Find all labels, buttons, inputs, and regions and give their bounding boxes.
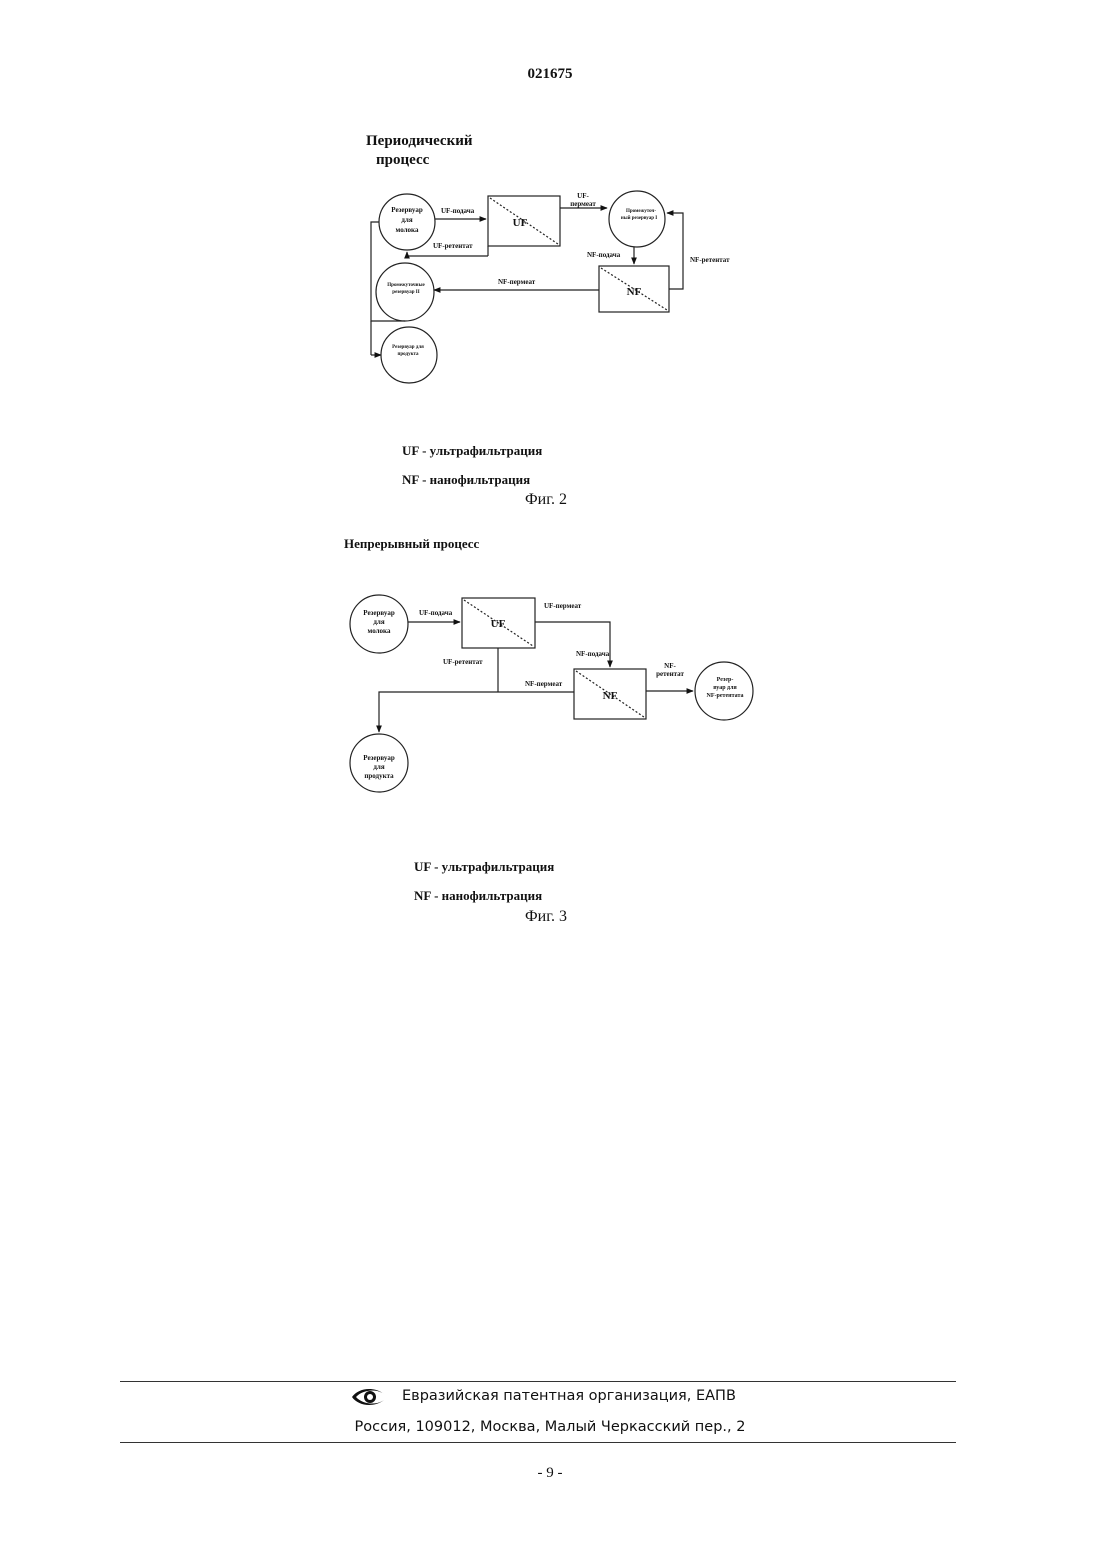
fig2-nf-retentate-label: NF-ретентат bbox=[690, 256, 730, 264]
fig2-return-line bbox=[371, 222, 405, 321]
fig3-milk-tank-label-2: для bbox=[373, 618, 384, 626]
fig2-intermediate-2-label-2: резервуар II bbox=[392, 290, 419, 295]
fig2-uf-permeate-label-1: UF- bbox=[577, 192, 589, 200]
fig3-nf-retentate-tank bbox=[695, 662, 753, 720]
fig3-milk-tank-label-3: молока bbox=[368, 627, 391, 635]
footer-organization: Евразийская патентная организация, ЕАПВ bbox=[402, 1388, 736, 1404]
fig2-milk-tank-label-3: молока bbox=[396, 226, 419, 234]
fig2-uf-retentate-label: UF-ретентат bbox=[433, 242, 473, 250]
fig3-uf-label: UF bbox=[491, 618, 506, 630]
footer-address: Россия, 109012, Москва, Малый Черкасский… bbox=[0, 1419, 1100, 1435]
fig2-nf-permeate-label: NF-пермеат bbox=[498, 278, 536, 286]
fig3-product-tank-label-2: для bbox=[373, 763, 384, 771]
fig3-nf-retentate-tank-label-3: NF-ретентата bbox=[707, 693, 744, 699]
fig3-uf-feed-label: UF-подача bbox=[419, 609, 453, 617]
fig3-uf-permeate-label: UF-пермеат bbox=[544, 602, 582, 610]
fig3-nf-label: NF bbox=[603, 690, 618, 702]
fig2-uf-permeate-label-2: пермеат bbox=[570, 200, 596, 208]
figure3-legend-uf: UF - ультрафильтрация bbox=[414, 859, 554, 875]
fig3-product-tank-label-1: Резервуар bbox=[363, 754, 395, 762]
fig2-uf-feed-label: UF-подача bbox=[441, 207, 475, 215]
eye-logo-icon bbox=[350, 1386, 386, 1408]
figure3-title: Непрерывный процесс bbox=[344, 534, 479, 553]
fig2-intermediate-2-label-1: Промежуточные bbox=[387, 283, 425, 288]
fig3-uf-permeate-arrow bbox=[535, 622, 610, 667]
footer-top-divider bbox=[120, 1381, 956, 1382]
fig3-uf-retentate-label: UF-ретентат bbox=[443, 658, 483, 666]
fig3-nf-retentate-label-1: NF- bbox=[664, 662, 676, 670]
fig2-nf-label: NF bbox=[627, 286, 642, 298]
fig2-uf-retentate-arrow bbox=[407, 252, 488, 256]
figure2-caption: Фиг. 2 bbox=[525, 491, 567, 509]
footer-bottom-divider bbox=[120, 1442, 956, 1443]
fig2-uf-label: UF bbox=[513, 217, 528, 229]
fig2-milk-tank-label-1: Резервуар bbox=[391, 206, 423, 214]
fig2-intermediate-1-label-1: Промежуточ- bbox=[626, 209, 656, 214]
fig2-intermediate-1-label-2: ный резервуар I bbox=[621, 216, 657, 221]
fig3-nf-feed-label: NF-подача bbox=[576, 650, 610, 658]
fig2-milk-tank-label-2: для bbox=[401, 216, 412, 224]
fig2-product-tank-label-1: Резервуар для bbox=[392, 345, 424, 350]
fig3-nf-permeate-label: NF-пермеат bbox=[525, 680, 563, 688]
figure3-legend-nf: NF - нанофильтрация bbox=[414, 888, 542, 904]
fig3-nf-permeate-arrow bbox=[379, 692, 574, 732]
fig2-nf-feed-label: NF-подача bbox=[587, 251, 621, 259]
figure3-caption: Фиг. 3 bbox=[525, 908, 567, 926]
figure2-legend-nf: NF - нанофильтрация bbox=[402, 472, 530, 488]
page-number: - 9 - bbox=[0, 1465, 1100, 1482]
fig3-nf-retentate-tank-label-1: Резер- bbox=[717, 677, 734, 683]
fig3-nf-retentate-tank-label-2: вуар для bbox=[713, 685, 737, 691]
fig3-milk-tank-label-1: Резервуар bbox=[363, 609, 395, 617]
fig3-product-tank-label-3: продукта bbox=[364, 772, 394, 780]
fig3-nf-retentate-label-2: ретентат bbox=[656, 670, 684, 678]
fig2-product-tank-label-2: продукта bbox=[398, 352, 419, 357]
figure2-legend-uf: UF - ультрафильтрация bbox=[402, 443, 542, 459]
